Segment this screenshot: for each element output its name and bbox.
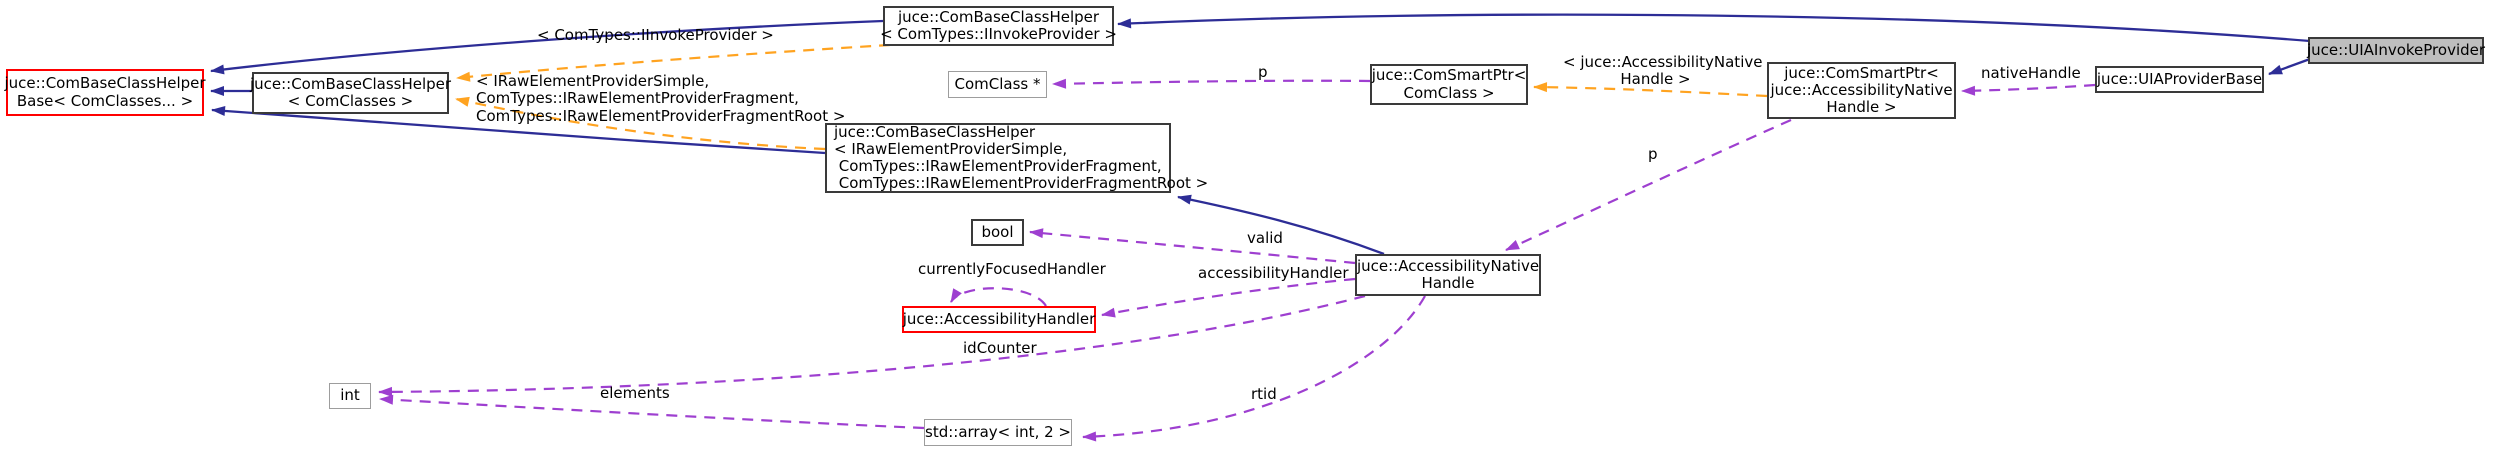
node-comsmartptr-accessibilitynativehandle-label: juce::ComSmartPtr< juce::AccessibilityNa… <box>1770 63 1953 117</box>
edge-inherit-helper-iinvokeprovider-to-helperbase <box>210 19 884 75</box>
edge-label-rtid: rtid <box>1251 385 1277 403</box>
node-bool: bool <box>971 219 1024 246</box>
node-combaseclasshelper-irawelement[interactable]: juce::ComBaseClassHelper < IRawElementPr… <box>825 123 1208 193</box>
node-accessibilitynativehandle[interactable]: juce::AccessibilityNative Handle <box>1355 254 1541 296</box>
node-comclass-ptr-label: ComClass * <box>954 74 1041 93</box>
edge-template-comsmartptr-anh <box>1533 82 1768 98</box>
node-accessibilityhandler[interactable]: juce::AccessibilityHandler <box>902 306 1096 333</box>
edge-label-p-comclass: p <box>1258 63 1268 81</box>
node-uiainvokeprovider-label: juce::UIAInvokeProvider <box>2306 40 2486 59</box>
edge-usage-p-anh <box>1505 118 1792 252</box>
edge-label-valid: valid <box>1247 229 1283 247</box>
node-uiaproviderbase-label: juce::UIAProviderBase <box>2096 69 2263 88</box>
edge-label-accessibilityhandler: accessibilityHandler <box>1198 264 1349 282</box>
node-bool-label: bool <box>981 222 1014 241</box>
edge-label-idcounter: idCounter <box>963 339 1037 357</box>
node-combaseclasshelper-irawelement-label: juce::ComBaseClassHelper < IRawElementPr… <box>834 122 1209 193</box>
edge-template-helper-iinvokeprovider <box>456 43 891 82</box>
edge-inherit-accessibilitynativehandle-to-helper-irawelement <box>1177 194 1385 256</box>
node-combaseclasshelper-comclasses[interactable]: juce::ComBaseClassHelper < ComClasses > <box>249 72 452 114</box>
edge-label-currentlyfocusedhandler: currentlyFocusedHandler <box>918 260 1106 278</box>
node-combaseclasshelper-iinvokeprovider-label: juce::ComBaseClassHelper < ComTypes::IIn… <box>880 7 1117 43</box>
edge-label-nativehandle: nativeHandle <box>1981 64 2081 82</box>
edge-usage-accessibilityhandler <box>1101 277 1356 318</box>
edge-label-p-accessibilitynativehandle: p <box>1648 145 1658 163</box>
edge-template-helper-irawelement <box>455 96 826 151</box>
edge-label-template-accessibilitynativehandle: < juce::AccessibilityNative Handle > <box>1563 53 1763 89</box>
node-std-array-int-2-label: std::array< int, 2 > <box>925 422 1071 441</box>
edge-inherit-uiainvokeprovider-to-uiaproviderbase <box>2268 57 2311 76</box>
node-combaseclasshelperbase[interactable]: juce::ComBaseClassHelper Base< ComClasse… <box>4 69 206 116</box>
edge-inherit-uiainvokeprovider-to-helper-iinvokeprovider <box>1117 13 2311 43</box>
node-combaseclasshelper-comclasses-label: juce::ComBaseClassHelper < ComClasses > <box>249 74 452 110</box>
node-uiaproviderbase[interactable]: juce::UIAProviderBase <box>2095 66 2264 93</box>
node-comclass-ptr: ComClass * <box>948 71 1047 98</box>
edge-label-elements: elements <box>600 384 670 402</box>
edge-usage-elements <box>379 394 925 430</box>
node-accessibilitynativehandle-label: juce::AccessibilityNative Handle <box>1356 256 1540 292</box>
node-comsmartptr-comclass[interactable]: juce::ComSmartPtr< ComClass > <box>1370 64 1528 105</box>
edge-usage-currentlyfocusedhandler-loop <box>950 287 1047 307</box>
node-int-label: int <box>340 386 360 405</box>
node-uiainvokeprovider: juce::UIAInvokeProvider <box>2306 37 2486 64</box>
edge-usage-nativehandle <box>1961 83 2096 96</box>
edge-usage-idcounter <box>378 294 1366 397</box>
edge-usage-valid <box>1029 228 1356 265</box>
node-comsmartptr-accessibilitynativehandle[interactable]: juce::ComSmartPtr< juce::AccessibilityNa… <box>1767 62 1956 119</box>
node-accessibilityhandler-label: juce::AccessibilityHandler <box>902 309 1096 328</box>
edge-label-template-irawelement: < IRawElementProviderSimple, ComTypes::I… <box>476 72 846 125</box>
edge-usage-p-comclass <box>1052 78 1371 89</box>
edge-inherit-helper-irawelement-to-helperbase <box>211 106 826 155</box>
edge-label-template-iinvokeprovider: < ComTypes::IInvokeProvider > <box>537 26 774 44</box>
node-std-array-int-2: std::array< int, 2 > <box>924 419 1072 446</box>
node-combaseclasshelper-iinvokeprovider[interactable]: juce::ComBaseClassHelper < ComTypes::IIn… <box>880 6 1117 46</box>
node-comsmartptr-comclass-label: juce::ComSmartPtr< ComClass > <box>1371 66 1527 102</box>
edge-usage-rtid <box>1082 295 1426 442</box>
node-int: int <box>329 383 371 409</box>
node-combaseclasshelperbase-label: juce::ComBaseClassHelper Base< ComClasse… <box>4 74 206 110</box>
